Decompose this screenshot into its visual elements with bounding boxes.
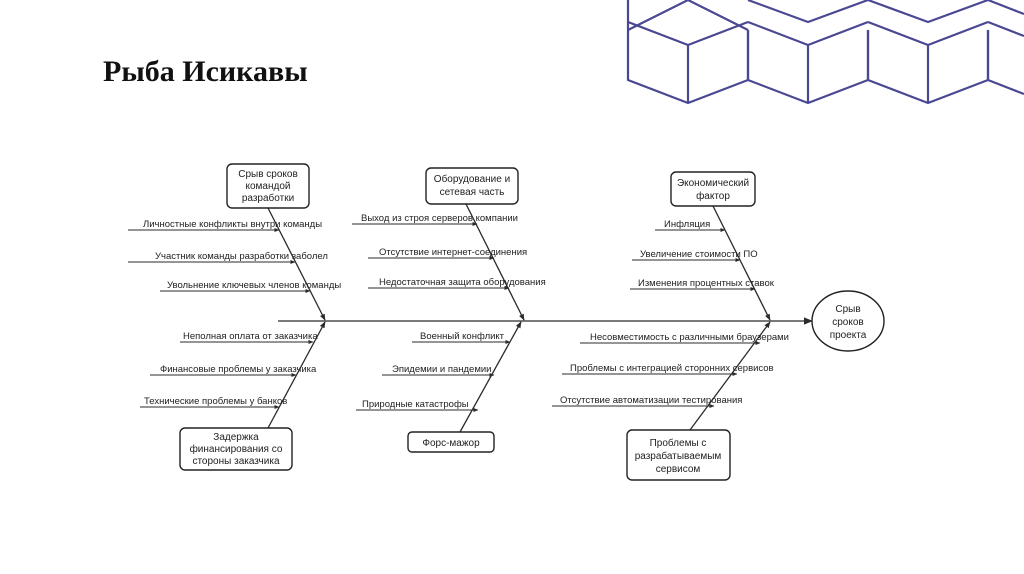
category-title-service-3: сервисом <box>656 464 701 475</box>
category-title-team-3: разработки <box>242 192 294 204</box>
bone-economic <box>713 206 770 320</box>
category-title-economic-2: фактор <box>696 190 730 202</box>
cause-equipment-2: Отсутствие интернет-соединения <box>379 247 527 258</box>
category-title-team-1: Срыв сроков <box>238 169 298 180</box>
category-title-economic-1: Экономический <box>677 178 749 189</box>
category-title-force-majeure: Форс-мажор <box>422 438 480 449</box>
cause-service-1: Несовместимость с различными браузерами <box>590 332 789 343</box>
category-title-funding-1: Задержка <box>213 432 259 443</box>
cause-funding-1: Неполная оплата от заказчика <box>183 331 318 342</box>
cause-team-3: Увольнение ключевых членов команды <box>167 280 341 291</box>
cause-force-majeure-2: Эпидемии и пандемии <box>392 364 491 375</box>
category-title-funding-2: финансирования со <box>190 443 283 455</box>
cause-economic-1: Инфляция <box>664 219 710 230</box>
cause-equipment-1: Выход из строя серверов компании <box>361 213 518 224</box>
effect-line-3: проекта <box>830 330 867 341</box>
category-title-service-1: Проблемы с <box>650 437 707 449</box>
category-title-team-2: командой <box>246 181 291 192</box>
cause-service-3: Отсутствие автоматизации тестирования <box>560 395 742 406</box>
cause-service-2: Проблемы с интеграцией сторонних сервисо… <box>570 363 774 374</box>
category-title-funding-3: стороны заказчика <box>192 456 279 467</box>
effect-line-1: Срыв <box>835 304 860 315</box>
cause-funding-3: Технические проблемы у банков <box>144 396 287 407</box>
cause-equipment-3: Недостаточная защита оборудования <box>379 277 546 288</box>
cause-team-2: Участник команды разработки заболел <box>155 251 328 262</box>
cause-force-majeure-1: Военный конфликт <box>420 331 505 342</box>
cause-funding-2: Финансовые проблемы у заказчика <box>160 364 317 375</box>
cause-team-1: Личностные конфликты внутри команды <box>143 219 322 230</box>
category-title-equipment-1: Оборудование и <box>434 173 510 185</box>
category-title-service-2: разрабатываемым <box>635 450 722 462</box>
effect-line-2: сроков <box>832 317 863 328</box>
cause-force-majeure-3: Природные катастрофы <box>362 399 469 410</box>
cause-economic-3: Изменения процентных ставок <box>638 278 775 289</box>
cause-economic-2: Увеличение стоимости ПО <box>640 249 758 260</box>
category-title-equipment-2: сетевая часть <box>440 187 505 198</box>
